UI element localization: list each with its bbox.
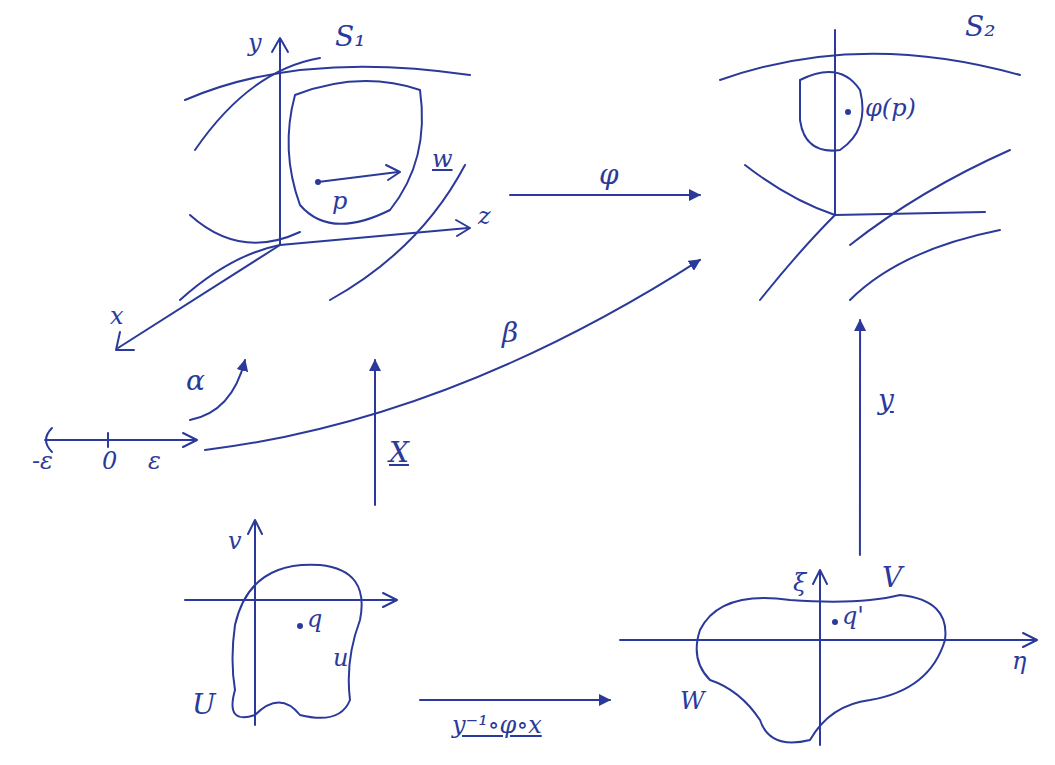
ink-stroke	[185, 599, 395, 601]
domain-v-outline	[610, 555, 1050, 755]
ink-stroke	[760, 215, 835, 300]
ink-stroke	[289, 81, 422, 224]
node-label: S₂	[965, 12, 995, 43]
ink-stroke	[800, 72, 863, 151]
domain-u: qU	[170, 505, 420, 735]
ink-stroke	[180, 245, 280, 300]
ink-stroke	[272, 38, 288, 52]
math-label: η	[1012, 648, 1026, 674]
ink-stroke	[745, 165, 835, 215]
math-label: z	[478, 203, 491, 229]
math-label: w	[432, 146, 453, 172]
ink-stroke	[835, 212, 985, 215]
node-label: U	[192, 690, 216, 721]
ink-stroke	[195, 58, 320, 150]
point-dot	[297, 623, 303, 629]
surface-s2: S₂	[700, 10, 1045, 320]
node-label: ε	[148, 448, 161, 474]
map-label: X	[387, 438, 411, 469]
ink-stroke	[248, 520, 262, 534]
node-label: q'	[842, 603, 864, 629]
ink-stroke	[107, 433, 109, 447]
point-dot	[832, 619, 838, 625]
node-label: q	[307, 606, 322, 632]
map-label: φ	[597, 160, 621, 191]
map-arrow	[420, 699, 610, 701]
math-label: v	[228, 528, 242, 554]
map-arrow	[859, 320, 861, 555]
interval: -ε 0 ε	[30, 420, 205, 480]
map-arrow	[374, 360, 376, 505]
node-label: 0	[102, 448, 117, 474]
ink-stroke	[456, 220, 470, 236]
ink-stroke	[45, 439, 195, 441]
surface-s2-outline	[700, 10, 1045, 320]
map-label: y⁻¹∘φ∘x	[450, 712, 544, 738]
map-label: β	[500, 318, 520, 349]
math-label: u	[333, 645, 348, 671]
math-label: y	[248, 30, 262, 56]
ink-stroke	[834, 30, 836, 215]
ink-stroke	[254, 522, 256, 725]
ink-stroke	[118, 245, 280, 348]
ink-stroke	[280, 228, 468, 245]
ink-stroke	[850, 230, 1000, 300]
ink-stroke	[1023, 633, 1037, 647]
ink-stroke	[819, 572, 821, 745]
ink-stroke	[318, 172, 398, 182]
map-label: α	[184, 366, 207, 397]
math-label: W	[680, 688, 705, 714]
map-arrow	[205, 260, 700, 450]
ink-stroke	[720, 54, 1020, 80]
math-label: φ(p)	[865, 95, 916, 121]
node-label: S₁	[335, 22, 365, 53]
math-label: ξ	[793, 570, 806, 596]
domain-v: q' V	[610, 555, 1050, 755]
map-label: y	[876, 385, 896, 416]
surface-s1-outline	[110, 20, 510, 360]
ink-stroke	[183, 433, 197, 447]
surface-s1: S₁	[110, 20, 510, 360]
ink-stroke	[383, 593, 397, 607]
node-label: -ε	[32, 448, 53, 474]
node-label: V	[882, 563, 902, 594]
point-dot	[315, 179, 321, 185]
point-dot	[845, 109, 851, 115]
ink-stroke	[386, 165, 400, 180]
ink-stroke	[185, 67, 470, 100]
math-label: p	[332, 188, 347, 214]
map-arrow	[510, 194, 700, 196]
ink-stroke	[330, 165, 465, 300]
interval-outline	[30, 420, 205, 480]
ink-stroke	[813, 570, 827, 584]
ink-stroke	[233, 565, 362, 718]
ink-stroke	[116, 332, 134, 350]
ink-stroke	[850, 150, 1010, 245]
ink-stroke	[620, 639, 1035, 641]
ink-stroke	[190, 215, 300, 243]
ink-stroke	[697, 595, 946, 743]
math-label: x	[110, 303, 124, 329]
